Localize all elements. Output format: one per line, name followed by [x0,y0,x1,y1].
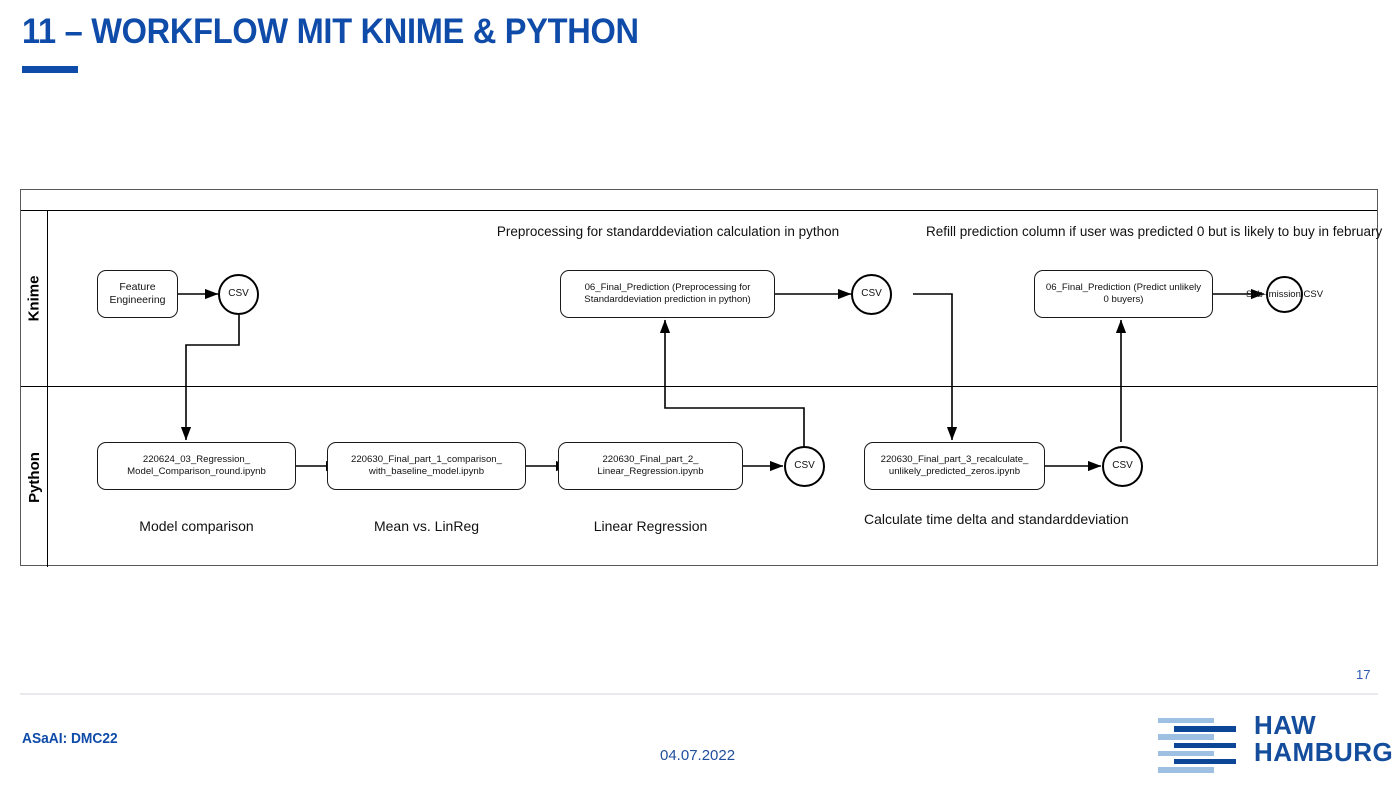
csv-python-recalculate-icon[interactable]: CSV [1102,446,1143,487]
csv-python-linreg-label: CSV [794,460,815,472]
haw-logo-line2: HAMBURG [1254,737,1394,768]
caption-mean-vs-linreg: Mean vs. LinReg [327,517,526,536]
submission-csv-line3: CSV [1303,288,1324,300]
annotation-refill-note: Refill prediction column if user was pre… [926,223,1382,241]
node-feature-engineering[interactable]: Feature Engineering [97,270,178,318]
caption-calculate-time-delta-line2: standarddeviation [1018,511,1129,527]
node-final-prediction-unlikely-line1: 06_Final_Prediction (Predict unlikely [1045,281,1202,293]
node-final-prediction-unlikely-line2: 0 buyers) [1103,294,1144,305]
caption-mean-vs-linreg-text: Mean vs. LinReg [373,518,480,534]
caption-linear-regression: Linear Regression [558,517,743,536]
node-regression-model-comparison-line1: 220624_03_Regression_ [142,453,251,465]
node-final-prediction-preprocessing-line1: 06_Final_Prediction (Preprocessing for [584,281,751,293]
title-accent-bar [22,66,78,73]
node-regression-model-comparison-line2: Model_Comparison_round.ipynb [127,466,266,477]
lane-label-knime-text: Knime [25,275,43,322]
haw-logo-wordmark: HAW HAMBURG [1254,710,1394,768]
lane-header-strip [21,190,1377,211]
lane-label-python: Python [21,387,48,567]
haw-logo-bars-icon [1158,718,1236,773]
submission-csv-line1: Sub- [1245,288,1267,300]
caption-linear-regression-text: Linear Regression [593,518,708,534]
node-final-prediction-preprocessing[interactable]: 06_Final_Prediction (Preprocessing for S… [560,270,775,318]
node-recalculate-unlikely-zeros-line2: unlikely_predicted_zeros.ipynb [888,466,1021,477]
annotation-preprocessing-line1: Preprocessing for standarddeviation [496,224,714,239]
annotation-refill-line1: Refill prediction column if user was [926,224,1134,239]
node-linear-regression[interactable]: 220630_Final_part_2_ Linear_Regression.i… [558,442,743,490]
submission-csv-icon[interactable]: Sub- mission CSV [1246,276,1323,313]
node-final-prediction-unlikely[interactable]: 06_Final_Prediction (Predict unlikely 0 … [1034,270,1213,318]
submission-csv-line2: mission [1268,288,1301,300]
annotation-preprocessing-note: Preprocessing for standarddeviation calc… [473,223,863,241]
haw-logo-line1: HAW [1254,710,1317,740]
node-linear-regression-line2: Linear_Regression.ipynb [597,466,704,477]
lane-label-knime: Knime [21,211,48,386]
footer-date: 04.07.2022 [660,747,736,764]
footer-course-label: ASaAI: DMC22 [22,731,118,747]
annotation-refill-line2: predicted 0 but is likely to buy in febr… [1137,224,1383,239]
node-comparison-with-baseline-line2: with_baseline_model.ipynb [368,466,485,477]
node-recalculate-unlikely-zeros[interactable]: 220630_Final_part_3_recalculate_ unlikel… [864,442,1045,490]
csv-knime-preprocessing-icon[interactable]: CSV [851,274,892,315]
caption-calculate-time-delta-line1: Calculate time delta and [864,511,1015,527]
csv-knime-preprocessing-label: CSV [861,288,882,300]
haw-hamburg-logo: HAW HAMBURG [1158,711,1393,774]
node-final-prediction-preprocessing-line2: Standarddeviation prediction in python) [584,294,751,305]
node-regression-model-comparison[interactable]: 220624_03_Regression_ Model_Comparison_r… [97,442,296,490]
node-recalculate-unlikely-zeros-line1: 220630_Final_part_3_recalculate_ [880,453,1029,465]
node-comparison-with-baseline-line1: 220630_Final_part_1_comparison_ [351,453,502,465]
csv-python-linreg-icon[interactable]: CSV [784,446,825,487]
caption-calculate-time-delta: Calculate time delta and standarddeviati… [864,510,1129,529]
csv-knime-feature-label: CSV [228,288,249,300]
node-comparison-with-baseline[interactable]: 220630_Final_part_1_comparison_ with_bas… [327,442,526,490]
footer-divider [20,693,1378,695]
csv-python-recalculate-label: CSV [1112,460,1133,472]
page-number: 17 [1356,667,1371,682]
csv-knime-feature-icon[interactable]: CSV [218,274,259,315]
caption-model-comparison-text: Model comparison [139,518,254,534]
lane-python: Python [21,387,1377,567]
node-linear-regression-line1: 220630_Final_part_2_ [602,453,699,465]
annotation-preprocessing-line2: calculation in python [716,224,840,239]
node-feature-engineering-line2: Engineering [109,294,166,306]
workflow-diagram: Knime Python [20,189,1382,567]
node-feature-engineering-line1: Feature [119,280,156,293]
caption-model-comparison: Model comparison [97,517,296,536]
lane-label-python-text: Python [25,451,43,503]
page-title: 11 – WORKFLOW MIT KNIME & PYTHON [22,12,639,51]
